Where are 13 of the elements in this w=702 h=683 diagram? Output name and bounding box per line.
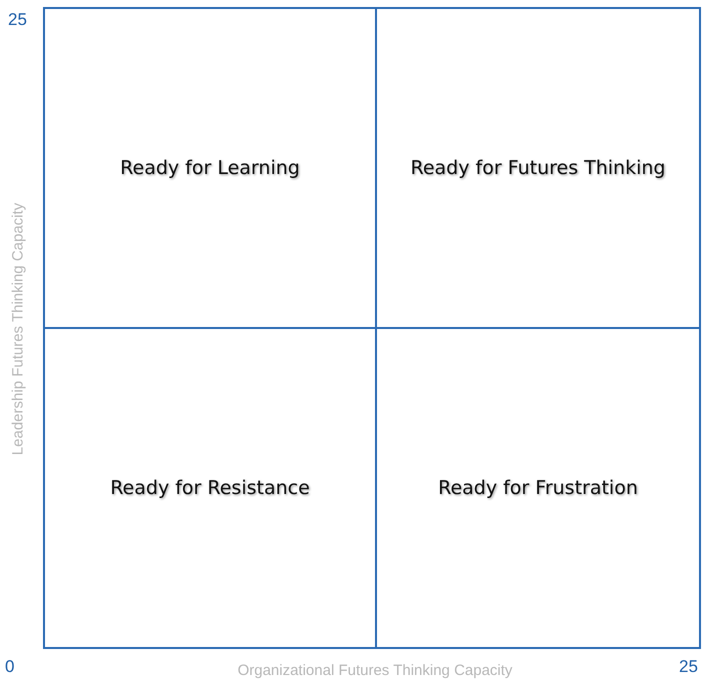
axis-title: Organizational Futures Thinking Capacity (238, 662, 512, 679)
quadrant-label: Ready for Frustration (438, 477, 638, 499)
quadrant-box (375, 7, 701, 329)
quadrant-box (43, 327, 377, 649)
axis-tick-label: 25 (679, 657, 698, 677)
quadrant-label: Ready for Resistance (110, 477, 310, 499)
quadrant-label: Ready for Learning (120, 157, 300, 179)
axis-tick-label: 25 (8, 10, 27, 30)
quadrant-box (43, 7, 377, 329)
axis-tick-label: 0 (5, 657, 14, 677)
quadrant-label: Ready for Futures Thinking (410, 157, 666, 179)
quadrant-box (375, 327, 701, 649)
axis-title: Leadership Futures Thinking Capacity (10, 202, 26, 456)
